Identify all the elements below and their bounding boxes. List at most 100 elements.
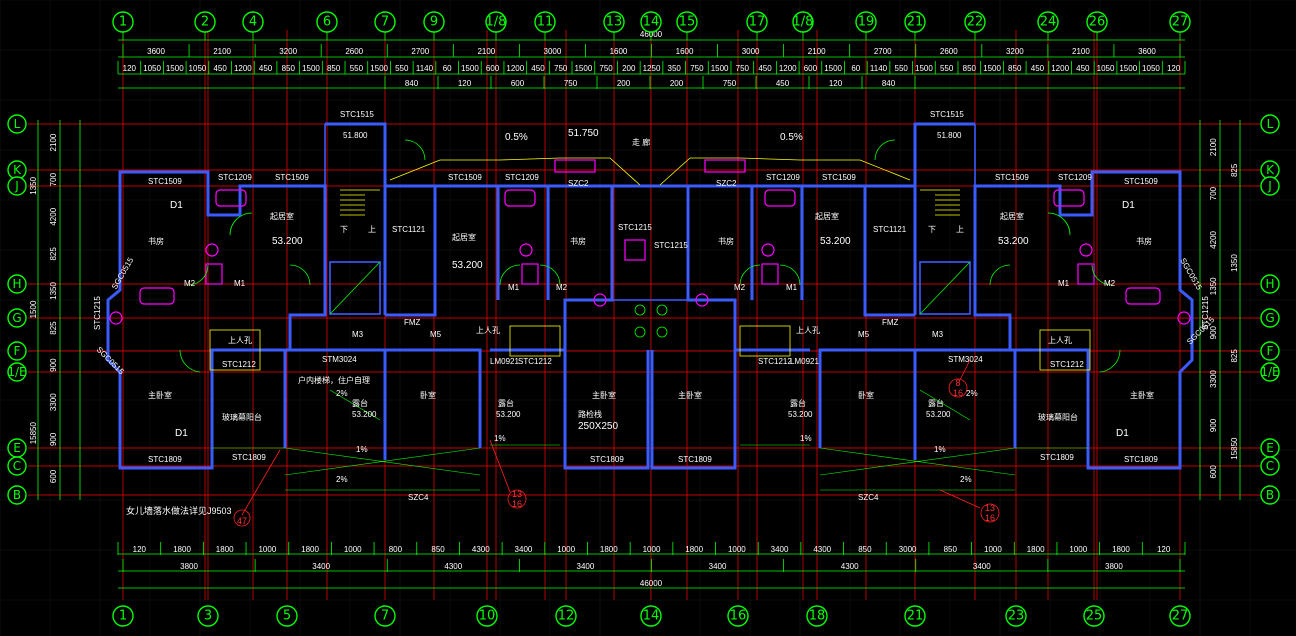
axis-bubble-top[interactable]: 1/8 — [485, 11, 507, 33]
row-bubble-left[interactable]: B — [7, 485, 27, 505]
dimension-value: 700 — [1209, 186, 1218, 200]
row-bubble-right[interactable]: E — [1260, 438, 1280, 458]
window-label: STC1209 — [1058, 173, 1092, 182]
axis-bubble-label: 9 — [430, 15, 438, 30]
axis-bubble-top[interactable]: 24 — [1037, 11, 1059, 33]
axis-bubble-label: 1 — [119, 15, 127, 30]
axis-bubble-label: 25 — [1086, 609, 1103, 624]
annotation-leaders — [233, 359, 1000, 527]
axis-bubble-bottom[interactable]: 18 — [806, 605, 828, 627]
axis-bubble-top[interactable]: 19 — [855, 11, 877, 33]
room-name: 书房 — [570, 236, 586, 246]
dimension-value: 1500 — [1119, 64, 1137, 73]
axis-bubble-bottom[interactable]: 3 — [197, 605, 219, 627]
axis-bubble-top[interactable]: 11 — [534, 11, 556, 33]
door-label: M3 — [932, 330, 944, 339]
row-bubble-right[interactable]: G — [1260, 308, 1280, 328]
row-bubble-right[interactable]: B — [1260, 485, 1280, 505]
row-bubble-left[interactable]: 1/E — [7, 362, 27, 382]
dimension-value: 800 — [389, 545, 403, 554]
shaft-size-label: 250X250 — [578, 421, 618, 432]
dimension-value: 1000 — [643, 545, 661, 554]
room-name: 露台 — [352, 398, 368, 408]
axis-bubble-bottom[interactable]: 12 — [555, 605, 577, 627]
row-bubble-right[interactable]: J — [1260, 176, 1280, 196]
axis-bubble-top[interactable]: 1 — [112, 11, 134, 33]
row-bubble-label: F — [14, 344, 21, 358]
axis-bubble-label: 7 — [381, 609, 389, 624]
axis-bubble-bottom[interactable]: 1 — [112, 605, 134, 627]
elevation-label: 53.200 — [820, 236, 851, 247]
dimension-value: 1050 — [1142, 64, 1160, 73]
axis-bubble-top[interactable]: 6 — [316, 11, 338, 33]
axis-bubble-top[interactable]: 27 — [1169, 11, 1191, 33]
axis-bubble-top[interactable]: 4 — [242, 11, 264, 33]
row-bubble-left[interactable]: F — [7, 341, 27, 361]
axis-bubble-bottom[interactable]: 21 — [904, 605, 926, 627]
door-label: M1 — [234, 279, 246, 288]
window-label: STC1212 — [1050, 360, 1084, 369]
axis-bubble-label: 21 — [907, 15, 924, 30]
dimension-value: 2600 — [940, 47, 958, 56]
axis-bubble-top[interactable]: 2 — [194, 11, 216, 33]
dimension-value: 1600 — [676, 47, 694, 56]
row-bubble-right[interactable]: L — [1260, 114, 1280, 134]
axis-bubble-bottom[interactable]: 27 — [1169, 605, 1191, 627]
row-bubble-right[interactable]: K — [1260, 160, 1280, 180]
window-label: STC1509 — [275, 173, 309, 182]
row-bubble-right[interactable]: F — [1260, 341, 1280, 361]
axis-bubble-top[interactable]: 7 — [374, 11, 396, 33]
axis-bubble-top[interactable]: 9 — [423, 11, 445, 33]
sanitary-fixtures — [109, 159, 1191, 338]
row-bubble-right[interactable]: C — [1260, 456, 1280, 476]
row-bubble-right[interactable]: 1/E — [1260, 362, 1280, 382]
total-dimension: 46000 — [640, 579, 663, 588]
elevation-label: 53.200 — [452, 260, 483, 271]
window-label: STC1209 — [505, 173, 539, 182]
axis-bubble-bottom[interactable]: 16 — [727, 605, 749, 627]
room-name: 玻璃幕阳台 — [1038, 412, 1078, 422]
dimension-value: 1050 — [189, 64, 207, 73]
axis-bubble-label: 6 — [323, 15, 331, 30]
row-bubble-left[interactable]: C — [7, 456, 27, 476]
room-name: 主卧室 — [678, 390, 702, 400]
window-label: STC1212 — [518, 357, 552, 366]
dimension-value: 1200 — [779, 64, 797, 73]
room-name: 起居室 — [270, 211, 294, 221]
row-bubble-left[interactable]: J — [7, 176, 27, 196]
dimension-value: 2100 — [1072, 47, 1090, 56]
axis-bubble-top[interactable]: 14 — [640, 11, 662, 33]
dimension-value: 3800 — [1105, 562, 1123, 571]
axis-bubble-label: 19 — [858, 15, 875, 30]
row-bubble-left[interactable]: G — [7, 308, 27, 328]
elevation-label: 53.200 — [926, 410, 951, 419]
stair-label: 下 — [340, 225, 348, 234]
axis-bubble-bottom[interactable]: 5 — [276, 605, 298, 627]
row-bubble-left[interactable]: L — [7, 114, 27, 134]
axis-bubble-label: 5 — [283, 609, 291, 624]
row-bubble-label: J — [1267, 179, 1272, 193]
axis-bubble-label: 1/8 — [486, 15, 507, 30]
axis-bubble-top[interactable]: 13 — [603, 11, 625, 33]
row-bubble-left[interactable]: H — [7, 274, 27, 294]
row-bubble-left[interactable]: E — [7, 438, 27, 458]
dimension-value: 450 — [531, 64, 545, 73]
axis-bubble-top[interactable]: 26 — [1086, 11, 1108, 33]
window-label: STC1509 — [822, 173, 856, 182]
axis-bubble-bottom[interactable]: 23 — [1005, 605, 1027, 627]
door-swings — [179, 139, 1121, 373]
row-bubble-right[interactable]: H — [1260, 274, 1280, 294]
axis-bubble-top[interactable]: 17 — [746, 11, 768, 33]
axis-bubble-top[interactable]: 21 — [904, 11, 926, 33]
axis-bubble-bottom[interactable]: 7 — [374, 605, 396, 627]
dimension-value: 1500 — [370, 64, 388, 73]
axis-bubble-top[interactable]: 15 — [676, 11, 698, 33]
axis-bubble-bottom[interactable]: 10 — [476, 605, 498, 627]
bottom-axis-bubbles: 1 3 5 7 10 12 14 16 18 21 23 25 27 — [112, 605, 1191, 627]
axis-bubble-bottom[interactable]: 25 — [1083, 605, 1105, 627]
axis-bubble-top[interactable]: 22 — [964, 11, 986, 33]
door-label: M5 — [430, 330, 442, 339]
axis-bubble-top[interactable]: 1/8 — [792, 11, 814, 33]
axis-bubble-bottom[interactable]: 14 — [640, 605, 662, 627]
